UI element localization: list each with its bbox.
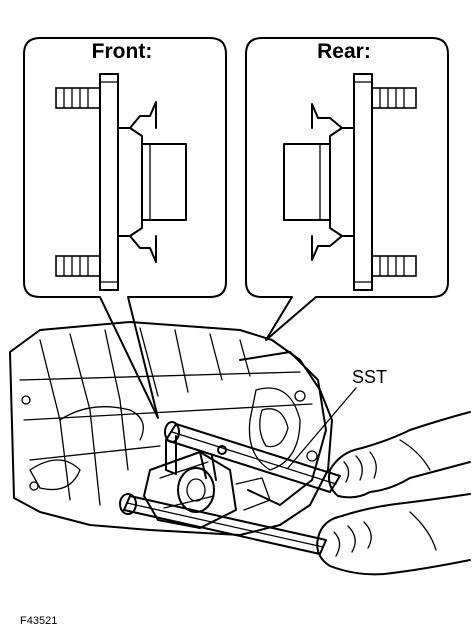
sst-label: SST <box>352 367 387 387</box>
front-upper-stud <box>55 87 101 109</box>
rear-hub <box>329 127 355 237</box>
rear-upper-stud <box>371 87 417 109</box>
technician-hands <box>316 411 471 576</box>
front-flange-diagram <box>55 73 187 291</box>
front-lower-stud <box>55 255 101 277</box>
rear-flange-plate <box>353 73 373 291</box>
front-hub <box>117 127 143 237</box>
output-flange <box>143 451 271 529</box>
front-callout-title: Front: <box>92 40 153 63</box>
front-flange-plate <box>99 73 119 291</box>
rear-callout: Rear: <box>245 37 449 341</box>
rear-flange-diagram <box>283 73 417 291</box>
sst-callout: SST <box>287 367 387 469</box>
rear-deflector-lip <box>311 103 343 261</box>
rear-lower-stud <box>371 255 417 277</box>
transmission-housing <box>9 321 333 536</box>
rear-callout-title: Rear: <box>317 40 371 63</box>
figure-id: F43521 <box>20 615 57 627</box>
sst-leader-line <box>287 387 357 469</box>
front-callout: Front: <box>23 37 227 419</box>
front-deflector-lip <box>129 101 157 263</box>
sst-tool <box>119 421 341 555</box>
